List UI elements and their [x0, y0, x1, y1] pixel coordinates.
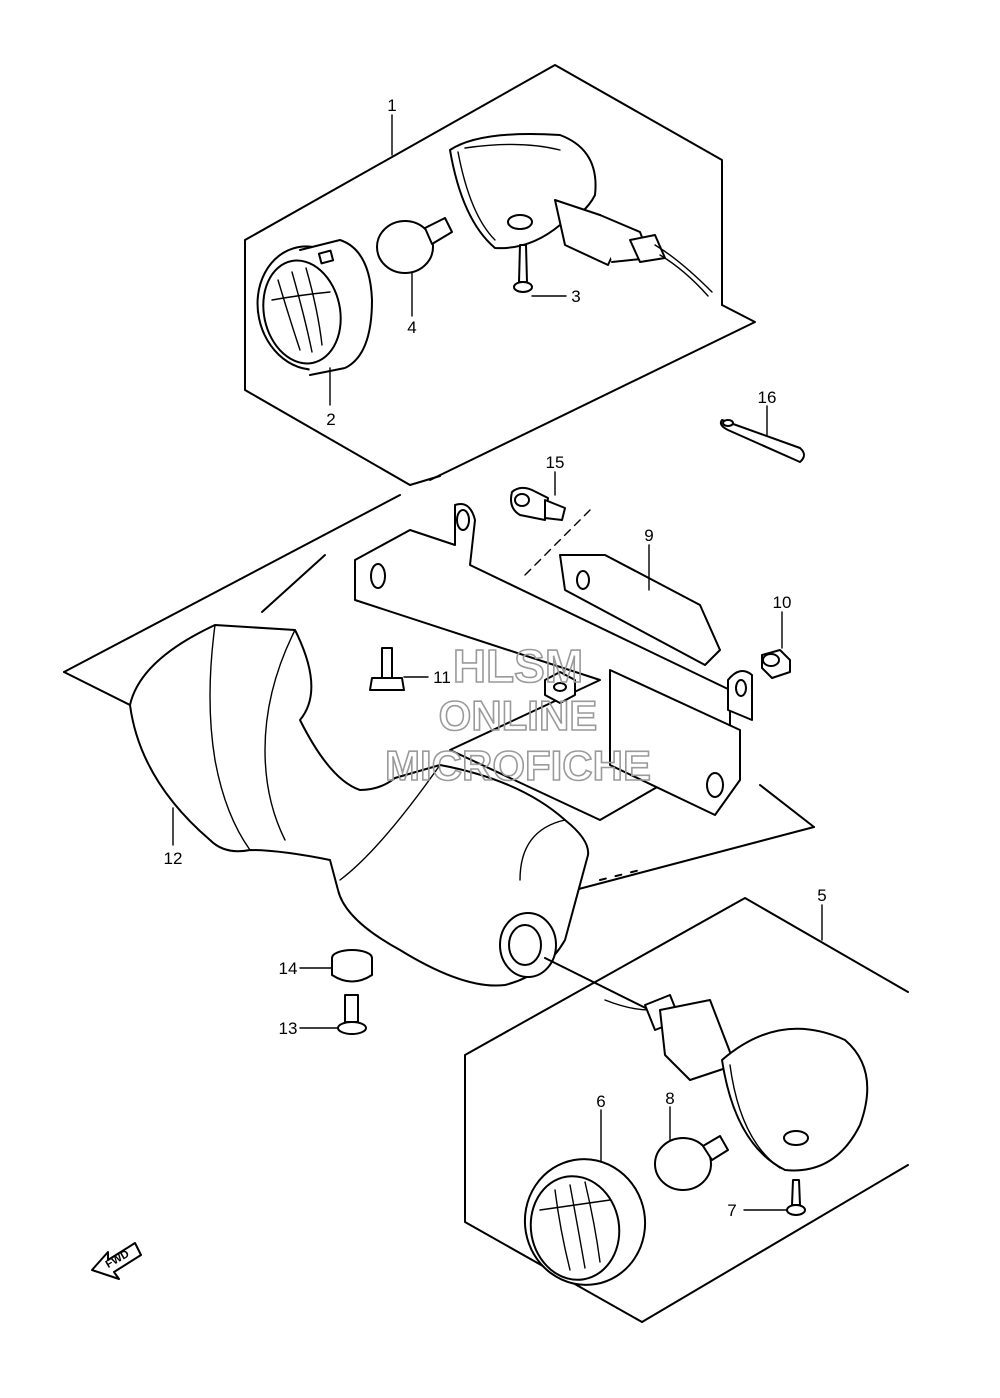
bracket-bolt — [510, 486, 566, 521]
rubber-grommet — [761, 649, 791, 679]
callout-8: 8 — [665, 1089, 674, 1108]
callout-5: 5 — [817, 886, 826, 905]
signal-mounting-bracket — [354, 503, 753, 821]
cover-mounting-bolt — [369, 647, 405, 691]
callout-9: 9 — [644, 526, 653, 545]
watermark-line-3: MICROFICHE — [385, 742, 651, 789]
callout-7: 7 — [727, 1201, 736, 1220]
front-turn-signal-bulb — [376, 217, 453, 274]
rubber-cushion — [331, 949, 373, 983]
callout-14: 14 — [279, 959, 298, 978]
callout-15: 15 — [546, 453, 565, 472]
callout-labels: 1 2 3 4 5 6 7 8 9 10 11 12 13 14 15 16 — [164, 96, 827, 1220]
front-turn-signal-housing — [449, 133, 713, 297]
wire-clamp-strap — [719, 419, 805, 463]
front-housing-screw — [513, 244, 533, 293]
cover-screw — [337, 994, 367, 1035]
callout-12: 12 — [164, 849, 183, 868]
watermark-line-2: ONLINE — [439, 692, 598, 739]
callout-1: 1 — [387, 96, 396, 115]
forward-direction-arrow: FWD — [91, 1242, 142, 1280]
callout-11: 11 — [433, 668, 451, 687]
front-turn-signal-lens — [256, 239, 373, 376]
rear-fender-cover — [129, 624, 590, 987]
upper-assembly-frame — [244, 64, 756, 486]
rear-housing-screw — [786, 1179, 806, 1216]
callout-3: 3 — [571, 287, 580, 306]
callout-13: 13 — [279, 1019, 298, 1038]
callout-6: 6 — [596, 1092, 605, 1111]
watermark-line-1: HLSM — [453, 640, 583, 692]
callout-4: 4 — [407, 318, 416, 337]
rear-turn-signal-lens — [523, 1158, 647, 1286]
rear-turn-signal-housing — [604, 994, 869, 1172]
leader-lines — [172, 114, 823, 1211]
rear-turn-signal-bulb — [654, 1135, 729, 1191]
bracket-assembly-frame — [63, 494, 815, 891]
callout-2: 2 — [326, 410, 335, 429]
watermark: HLSM ONLINE MICROFICHE — [384, 639, 652, 790]
callout-16: 16 — [758, 388, 777, 407]
bracket-nut — [544, 671, 576, 704]
callout-10: 10 — [773, 593, 792, 612]
